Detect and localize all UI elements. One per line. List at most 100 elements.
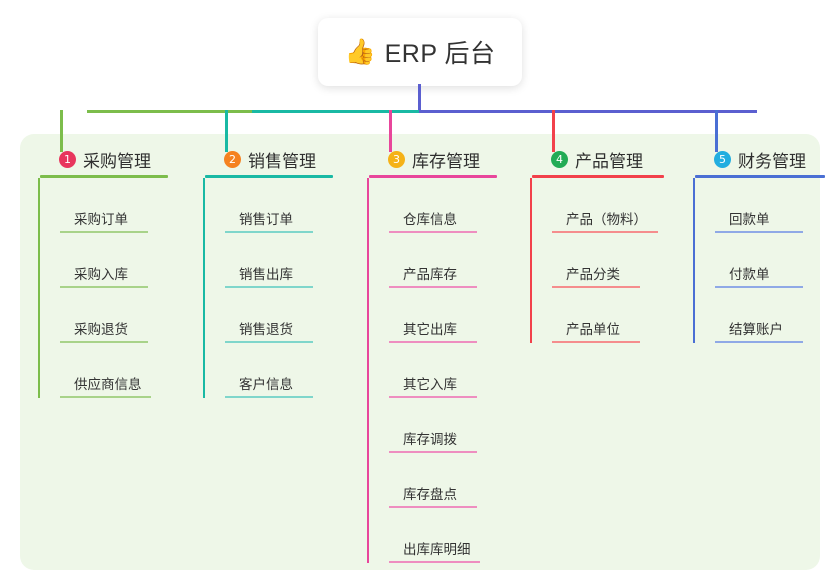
leaf-item-label: 库存盘点: [403, 487, 457, 502]
leaf-item[interactable]: 采购入库: [60, 233, 186, 288]
leaf-item[interactable]: 其它入库: [389, 343, 515, 398]
column-header-5[interactable]: 5 财务管理: [693, 146, 839, 172]
drop-connector-5: [715, 110, 718, 152]
leaf-item-label: 供应商信息: [74, 377, 142, 392]
leaf-item[interactable]: 采购订单: [60, 178, 186, 233]
leaf-item[interactable]: 库存调拨: [389, 398, 515, 453]
column-badge-4: 4: [551, 150, 568, 168]
leaf-item-underline: [552, 341, 640, 343]
leaf-item-label: 产品单位: [566, 322, 620, 337]
leaf-item[interactable]: 供应商信息: [60, 343, 186, 398]
leaf-item-label: 产品库存: [403, 267, 457, 282]
column-title-1: 采购管理: [83, 151, 151, 171]
leaf-item-label: 其它出库: [403, 322, 457, 337]
drop-connector-1: [60, 110, 63, 152]
drop-connector-3: [389, 110, 392, 152]
leaf-list-5: 回款单付款单结算账户: [693, 178, 839, 343]
branch-bar-segment-1: [87, 110, 252, 113]
drop-connector-4: [552, 110, 555, 152]
column-1: 1 采购管理采购订单采购入库采购退货供应商信息: [38, 146, 186, 398]
leaf-item-label: 付款单: [729, 267, 770, 282]
trunk-connector: [418, 84, 421, 113]
leaf-item[interactable]: 库存盘点: [389, 453, 515, 508]
leaf-spine-2: [203, 178, 205, 398]
leaf-spine-4: [530, 178, 532, 343]
leaf-spine-1: [38, 178, 40, 398]
leaf-item-underline: [715, 231, 803, 233]
leaf-item-label: 采购订单: [74, 212, 128, 227]
leaf-item-underline: [60, 341, 148, 343]
column-underline-1: [40, 175, 168, 178]
leaf-item-underline: [225, 231, 313, 233]
leaf-item-label: 销售出库: [239, 267, 293, 282]
leaf-item[interactable]: 销售出库: [225, 233, 351, 288]
leaf-item-underline: [60, 286, 148, 288]
leaf-item-underline: [715, 286, 803, 288]
leaf-item-underline: [60, 231, 148, 233]
branch-bar-segment-3: [419, 110, 757, 113]
column-badge-5: 5: [714, 150, 731, 168]
leaf-item[interactable]: 销售订单: [225, 178, 351, 233]
root-node[interactable]: 👍 ERP 后台: [318, 18, 522, 86]
leaf-spine-3: [367, 178, 369, 563]
leaf-item[interactable]: 采购退货: [60, 288, 186, 343]
leaf-list-4: 产品（物料） 产品分类产品单位: [530, 178, 682, 343]
column-badge-2: 2: [224, 150, 241, 168]
leaf-item[interactable]: 客户信息: [225, 343, 351, 398]
leaf-item-label: 采购退货: [74, 322, 128, 337]
column-title-5: 财务管理: [738, 151, 806, 171]
leaf-item-label: 产品（物料）: [566, 212, 647, 227]
leaf-item-label: 回款单: [729, 212, 770, 227]
leaf-item-label: 客户信息: [239, 377, 293, 392]
leaf-item-underline: [225, 341, 313, 343]
leaf-item-underline: [552, 286, 640, 288]
leaf-item-underline: [389, 396, 477, 398]
leaf-item-label: 出库库明细: [403, 542, 471, 557]
leaf-item[interactable]: 结算账户: [715, 288, 839, 343]
diagram-board: [20, 134, 820, 570]
leaf-item-label: 库存调拨: [403, 432, 457, 447]
leaf-item-underline: [552, 231, 658, 233]
leaf-item-underline: [389, 231, 477, 233]
leaf-item[interactable]: 出库库明细: [389, 508, 515, 563]
column-2: 2 销售管理销售订单销售出库销售退货客户信息: [203, 146, 351, 398]
column-header-2[interactable]: 2 销售管理: [203, 146, 351, 172]
leaf-item[interactable]: 仓库信息: [389, 178, 515, 233]
leaf-item-underline: [715, 341, 803, 343]
leaf-item[interactable]: 销售退货: [225, 288, 351, 343]
leaf-item[interactable]: 产品分类: [552, 233, 682, 288]
leaf-item-label: 结算账户: [729, 322, 783, 337]
leaf-item-label: 销售退货: [239, 322, 293, 337]
leaf-item-underline: [389, 451, 477, 453]
leaf-item[interactable]: 付款单: [715, 233, 839, 288]
branch-bar-segment-2: [252, 110, 419, 113]
column-badge-3: 3: [388, 150, 405, 168]
leaf-item[interactable]: 产品（物料）: [552, 178, 682, 233]
leaf-item[interactable]: 产品单位: [552, 288, 682, 343]
leaf-item[interactable]: 产品库存: [389, 233, 515, 288]
leaf-item-label: 产品分类: [566, 267, 620, 282]
column-3: 3 库存管理仓库信息产品库存其它出库其它入库库存调拨库存盘点出库库明细: [367, 146, 515, 563]
thumbs-up-icon: 👍: [344, 37, 376, 66]
column-underline-2: [205, 175, 333, 178]
leaf-list-3: 仓库信息产品库存其它出库其它入库库存调拨库存盘点出库库明细: [367, 178, 515, 563]
column-title-2: 销售管理: [248, 151, 316, 171]
leaf-item-underline: [225, 396, 313, 398]
column-badge-1: 1: [59, 150, 76, 168]
column-header-1[interactable]: 1 采购管理: [38, 146, 186, 172]
leaf-item-underline: [389, 561, 480, 563]
column-underline-4: [532, 175, 664, 178]
leaf-item-underline: [225, 286, 313, 288]
leaf-item-underline: [60, 396, 151, 398]
column-title-3: 库存管理: [412, 151, 480, 171]
column-underline-5: [695, 175, 825, 178]
leaf-spine-5: [693, 178, 695, 343]
leaf-list-2: 销售订单销售出库销售退货客户信息: [203, 178, 351, 398]
leaf-item[interactable]: 其它出库: [389, 288, 515, 343]
leaf-item[interactable]: 回款单: [715, 178, 839, 233]
column-5: 5 财务管理回款单付款单结算账户: [693, 146, 839, 343]
column-header-3[interactable]: 3 库存管理: [367, 146, 515, 172]
